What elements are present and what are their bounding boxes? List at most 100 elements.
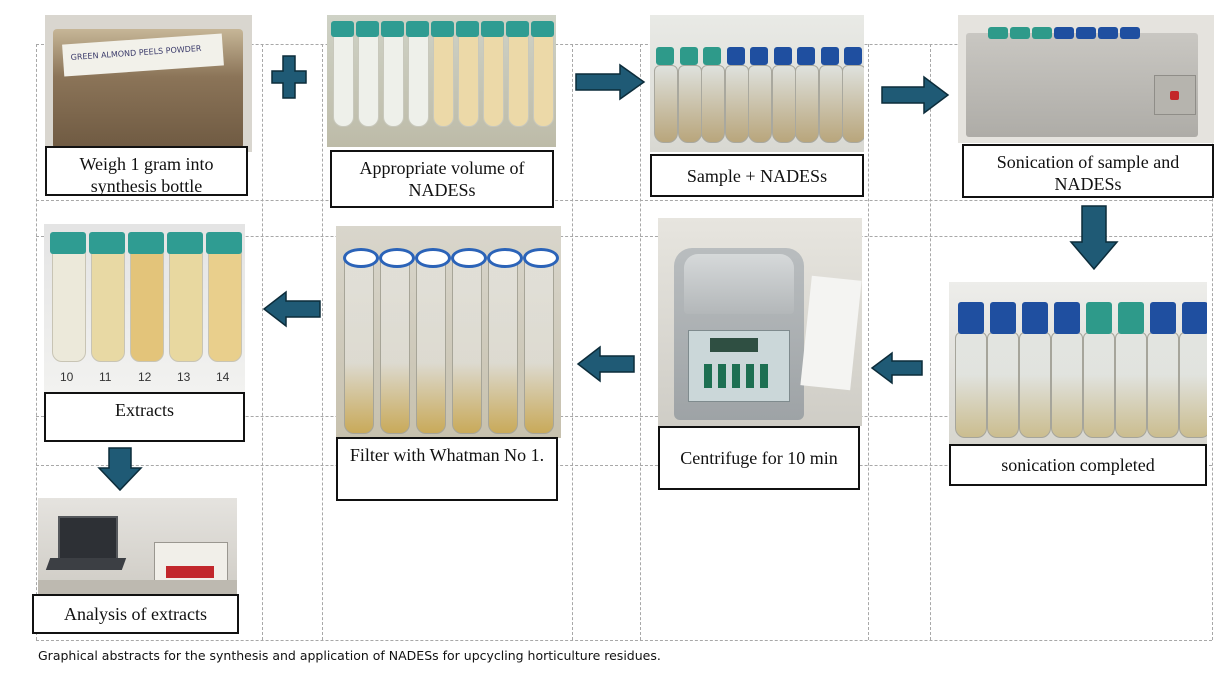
tube-number: 14 — [216, 370, 230, 384]
step-sonication-label: Sonication of sample and NADESs — [962, 144, 1214, 198]
bottle — [795, 65, 819, 143]
tube — [380, 256, 410, 434]
bottle — [677, 65, 702, 143]
bottle — [842, 65, 864, 143]
tube-cap — [89, 232, 125, 254]
bottle-cap — [797, 47, 815, 65]
grid-line — [572, 44, 573, 640]
step-sonication-text: Sonication of sample and NADESs — [996, 152, 1180, 194]
step-weigh-label: Weigh 1 gram into synthesis bottle — [45, 146, 248, 196]
bottle — [1147, 332, 1179, 438]
tube-cap — [381, 21, 404, 37]
bottle — [701, 65, 725, 143]
grid-line — [36, 200, 1212, 201]
tube-cap — [481, 21, 504, 37]
instrument-display — [166, 566, 214, 578]
tube-number: 13 — [177, 370, 191, 384]
grid-line — [930, 44, 931, 640]
bench-surface — [38, 580, 237, 594]
bag-label-art: GREEN ALMOND PEELS POWDER — [70, 44, 202, 62]
grid-line — [868, 44, 869, 640]
bottle — [654, 65, 678, 143]
control-buttons — [704, 364, 774, 388]
step-sonication-done-label: sonication completed — [949, 444, 1207, 486]
step-filter-text: Filter with Whatman No 1. — [349, 445, 545, 465]
tube-rim — [451, 248, 487, 268]
tube-cap — [406, 21, 429, 37]
tube-rim — [415, 248, 451, 268]
figure-caption: Graphical abstracts for the synthesis an… — [38, 648, 661, 663]
step-extracts-label: Extracts — [44, 392, 245, 442]
tube-number: 12 — [138, 370, 152, 384]
grid-line — [36, 465, 1212, 466]
bottle-cap — [844, 47, 862, 65]
bottle-cap — [1150, 302, 1176, 334]
laptop-keyboard — [45, 558, 127, 570]
manual-paper — [800, 275, 862, 391]
step-filter-label: Filter with Whatman No 1. — [336, 437, 558, 501]
tube-cap — [506, 21, 529, 37]
tube — [524, 256, 554, 434]
bag-label: GREEN ALMOND PEELS POWDER — [70, 44, 202, 62]
bottle-cap — [656, 47, 674, 65]
tube-rim — [379, 248, 415, 268]
tube-cap — [531, 21, 554, 37]
arrow-down-icon — [1069, 205, 1119, 271]
bottle — [955, 332, 987, 438]
tube — [533, 33, 554, 127]
tube — [52, 250, 86, 362]
tube — [483, 33, 504, 127]
bottle-cap — [750, 47, 768, 65]
step-sample-label: Sample + NADESs — [650, 154, 864, 197]
tube — [358, 33, 379, 127]
tube — [344, 256, 374, 434]
tube-cap — [128, 232, 164, 254]
step-nadess-text: Appropriate volume of NADESs — [359, 158, 525, 200]
step-sonication-done-text: sonication completed — [1001, 455, 1155, 475]
tube — [91, 250, 125, 362]
arrow-down-icon — [97, 447, 143, 492]
arrow-left-icon — [262, 290, 321, 328]
nadess-tubes-photo — [327, 15, 556, 147]
bottle — [818, 65, 843, 143]
grid-line — [36, 44, 1212, 45]
grid-line — [36, 44, 37, 640]
sample-bag-photo: GREEN ALMOND PEELS POWDER — [45, 15, 252, 152]
sonicator-bath-photo — [958, 15, 1214, 143]
bottle-cap — [958, 302, 984, 334]
arrow-left-icon — [870, 351, 923, 385]
bottle-cap — [1032, 27, 1052, 39]
laptop-screen — [58, 516, 118, 560]
bottle-cap — [988, 27, 1008, 39]
bottle-cap — [726, 47, 745, 65]
tube — [508, 33, 529, 127]
tube — [452, 256, 482, 434]
bottle — [724, 65, 749, 143]
bottle-cap — [1022, 302, 1048, 334]
tube-rim — [523, 248, 559, 268]
bottle-cap — [1086, 302, 1112, 334]
bottle-cap — [1010, 27, 1030, 39]
grid-line — [36, 416, 1212, 417]
filter-tubes-photo — [336, 226, 561, 438]
bottle-cap — [990, 302, 1016, 334]
bottle-cap — [1120, 27, 1140, 39]
bottle-cap — [1098, 27, 1118, 39]
tube — [408, 33, 429, 127]
step-analysis-label: Analysis of extracts — [32, 594, 239, 634]
tube-cap — [167, 232, 203, 254]
bottle — [1051, 332, 1083, 438]
grid-line — [640, 44, 641, 640]
step-sample-text: Sample + NADESs — [686, 165, 828, 186]
display-screen — [710, 338, 758, 352]
bottle — [1083, 332, 1115, 438]
step-weigh-text: Weigh 1 gram into synthesis bottle — [79, 154, 214, 196]
tube-number: 10 — [60, 370, 74, 384]
bottle-cap — [703, 47, 721, 65]
tube — [130, 250, 164, 362]
tube-cap — [456, 21, 479, 37]
tube — [208, 250, 242, 362]
grid-line — [36, 640, 1212, 641]
tube — [169, 250, 203, 362]
